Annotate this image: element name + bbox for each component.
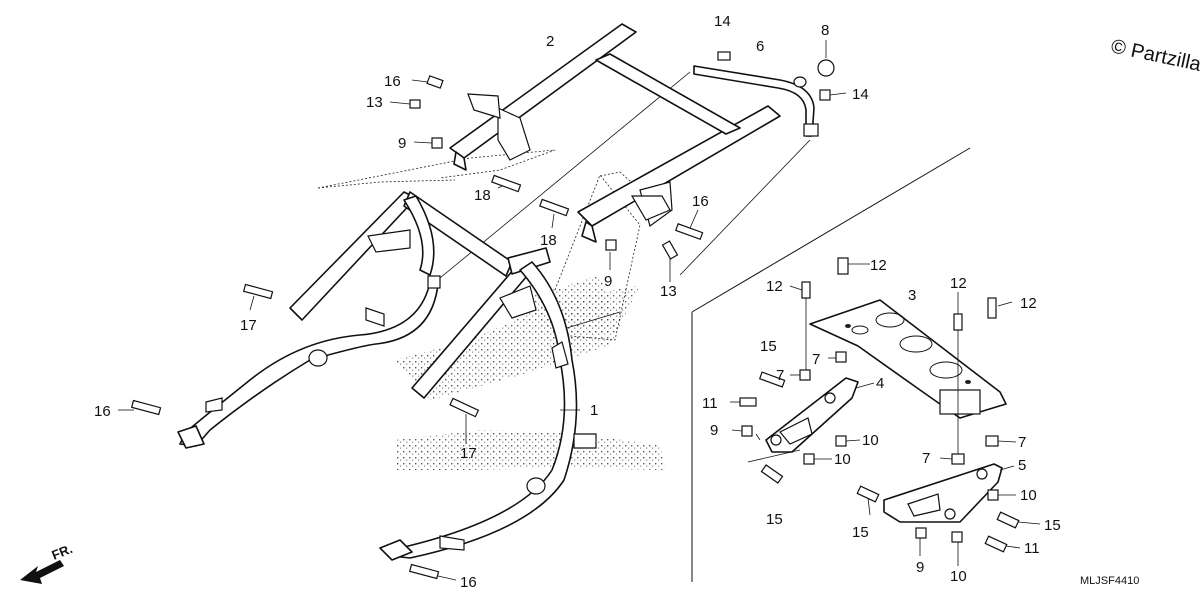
bracket-part-4 [765, 377, 859, 453]
callout-12-d: 12 [1020, 295, 1037, 312]
callout-14-right: 14 [852, 86, 869, 103]
upper-frame-part-2 [449, 23, 781, 243]
front-label: FR. [50, 541, 75, 563]
callout-7-c: 7 [1018, 434, 1026, 451]
callout-13-top: 13 [366, 94, 383, 111]
callout-15-a: 15 [760, 338, 777, 355]
callout-3: 3 [908, 287, 916, 304]
callout-16-left: 16 [94, 403, 111, 420]
callout-12-c: 12 [950, 275, 967, 292]
callout-16-bottom: 16 [460, 574, 477, 591]
callout-12-b: 12 [766, 278, 783, 295]
callout-16-mid: 16 [692, 193, 709, 210]
carrier-plate-part-3 [809, 299, 1007, 419]
callout-7-d: 7 [922, 450, 930, 467]
callout-10-b: 10 [834, 451, 851, 468]
callout-15-c: 15 [1044, 517, 1061, 534]
callout-9-mid: 9 [604, 273, 612, 290]
callout-9-bottom: 9 [916, 559, 924, 576]
callout-11-a: 11 [702, 395, 718, 412]
callout-18-mid: 18 [540, 232, 557, 249]
hardware [130, 51, 1020, 580]
callout-7-b: 7 [776, 367, 784, 384]
callout-15-d: 15 [852, 524, 869, 541]
callout-8: 8 [821, 22, 829, 39]
callout-7-a: 7 [812, 351, 820, 368]
callout-2: 2 [546, 33, 554, 50]
callout-11-b: 11 [1024, 540, 1040, 557]
callout-15-b: 15 [766, 511, 783, 528]
callout-10-c: 10 [1020, 487, 1037, 504]
callout-10-a: 10 [862, 432, 879, 449]
callout-18-left: 18 [474, 187, 491, 204]
leader-lines [118, 40, 1041, 581]
callout-5: 5 [1018, 457, 1026, 474]
callout-6: 6 [756, 38, 764, 55]
front-arrow-icon [20, 560, 64, 584]
callout-14-top: 14 [714, 13, 731, 30]
diagram-code: MLJSF4410 [1080, 575, 1139, 587]
callout-9-top: 9 [398, 135, 406, 152]
callout-16-top: 16 [384, 73, 401, 90]
callout-9-inset: 9 [710, 422, 718, 439]
copyright-text: © Partzilla [1109, 35, 1200, 76]
callout-13-mid: 13 [660, 283, 677, 300]
grab-handle-part-6 [693, 65, 819, 137]
callout-17-mid: 17 [460, 445, 477, 462]
callout-10-d: 10 [950, 568, 967, 585]
inset-divider-line [691, 147, 971, 313]
callout-1: 1 [590, 402, 598, 419]
callout-12-a: 12 [870, 257, 887, 274]
bracket-part-5 [883, 463, 1003, 523]
callouts: 2 14 6 8 14 16 13 9 18 16 18 9 13 17 16 … [94, 13, 1061, 591]
callout-17-left: 17 [240, 317, 257, 334]
callout-4: 4 [876, 375, 884, 392]
main-frame-part-1 [177, 191, 597, 561]
